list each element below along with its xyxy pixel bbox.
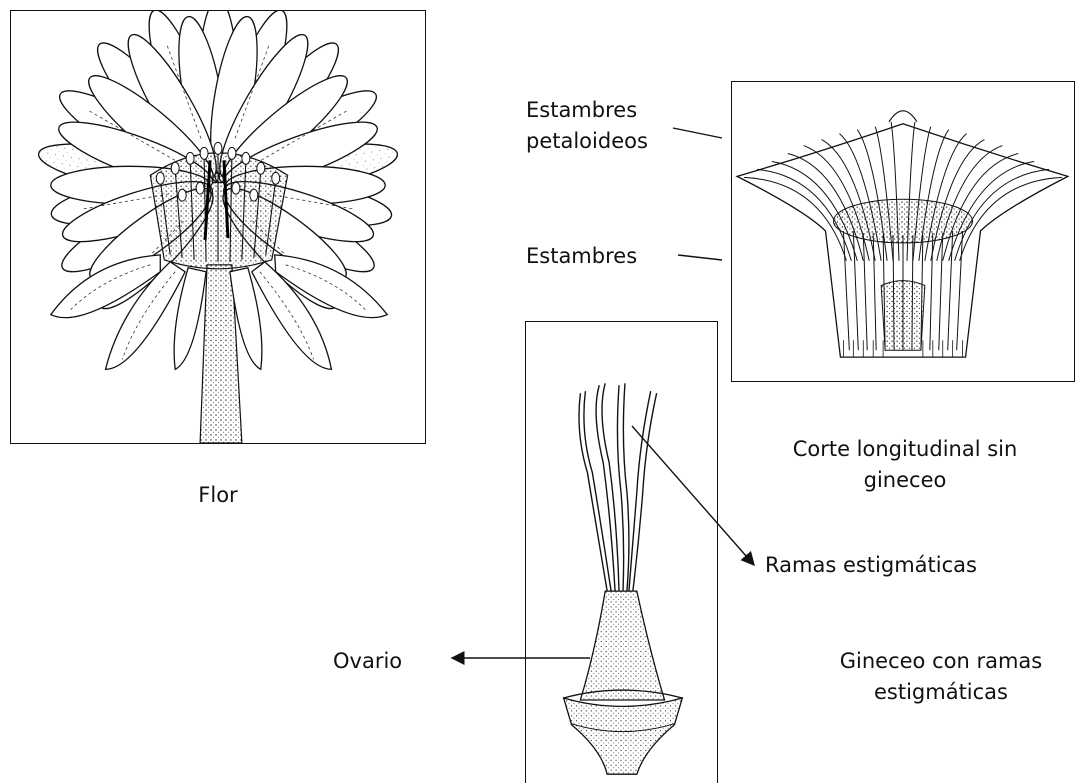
gynoecium-panel [525, 321, 718, 783]
gynoecium-drawing [526, 322, 717, 783]
leader-line-petaloid-stamens [673, 128, 722, 138]
label-stigmatic-branches: Ramas estigmáticas [765, 552, 977, 579]
flower-drawing [11, 11, 425, 443]
gynoecium-caption-line-2: estigmáticas [806, 679, 1076, 706]
label-ovary: Ovario [333, 648, 402, 675]
section-caption-line-1: Corte longitudinal sin [745, 436, 1065, 463]
longitudinal-section-drawing [732, 82, 1074, 381]
gynoecium-caption-line-1: Gineceo con ramas [806, 648, 1076, 675]
label-petaloid-stamens-line-2: petaloideos [526, 128, 648, 155]
label-petaloid-stamens-line-1: Estambres [526, 97, 637, 124]
flower-illustration-panel [10, 10, 426, 444]
section-caption-line-2: gineceo [745, 467, 1065, 494]
leader-line-stamens [678, 255, 722, 260]
flower-caption: Flor [168, 482, 268, 509]
longitudinal-section-panel [731, 81, 1075, 382]
label-stamens: Estambres [526, 243, 637, 270]
